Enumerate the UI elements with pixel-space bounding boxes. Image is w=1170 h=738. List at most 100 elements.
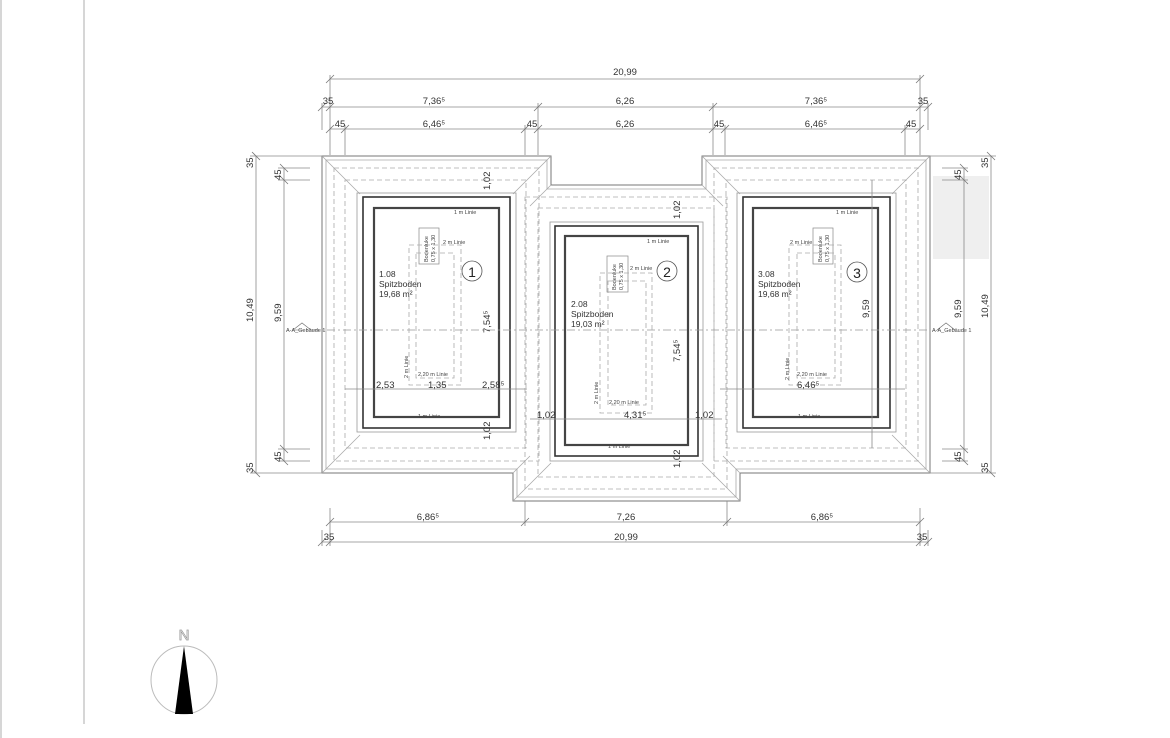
bottom-dimension-chain: 6,86⁵ 7,26 6,86⁵ 35 20,99 35 <box>317 501 933 547</box>
svg-text:19,03 m²: 19,03 m² <box>571 319 605 329</box>
svg-text:1,02: 1,02 <box>537 410 556 421</box>
svg-text:9,59: 9,59 <box>861 300 872 319</box>
svg-text:20,99: 20,99 <box>614 532 638 543</box>
room2-number-badge <box>656 260 678 282</box>
dim-top-45-d: 45 <box>906 119 917 130</box>
svg-text:2 m Linie: 2 m Linie <box>785 358 791 380</box>
svg-text:Bodenluke: Bodenluke <box>818 236 824 262</box>
room3-number-badge <box>846 261 868 283</box>
svg-text:1,35: 1,35 <box>428 380 447 391</box>
top-dimension-chain: 20,99 35 7,36⁵ 6,26 7,36⁵ 35 45 6,46⁵ 45… <box>317 67 933 155</box>
svg-text:35: 35 <box>980 462 991 473</box>
room2-attic-hatch <box>606 255 629 293</box>
svg-text:45: 45 <box>953 169 964 180</box>
svg-text:1,02: 1,02 <box>672 450 683 469</box>
svg-text:1,02: 1,02 <box>482 172 493 191</box>
dim-top-646-left: 6,46⁵ <box>423 119 445 130</box>
svg-text:2,20 m Linie: 2,20 m Linie <box>797 372 827 378</box>
section-marker-left: A-A_Gebäude 1 <box>286 322 325 334</box>
svg-text:35: 35 <box>245 157 256 168</box>
svg-text:1.08: 1.08 <box>379 269 396 279</box>
dim-top-35-left: 35 <box>323 96 334 107</box>
svg-text:2,53: 2,53 <box>376 380 395 391</box>
svg-text:10,49: 10,49 <box>245 298 256 322</box>
svg-text:1,02: 1,02 <box>672 201 683 220</box>
svg-text:2: 2 <box>663 264 671 280</box>
svg-text:6,86⁵: 6,86⁵ <box>811 512 833 523</box>
svg-text:1,02: 1,02 <box>695 410 714 421</box>
svg-text:2,20 m Linie: 2,20 m Linie <box>609 400 639 406</box>
room-3: 1 m Linie Bodenluke 0,75 x 1,30 2 m Lini… <box>720 180 905 448</box>
dim-top-626: 6,26 <box>616 96 635 107</box>
svg-text:1 m Linie: 1 m Linie <box>798 414 820 420</box>
svg-text:2 m Linie: 2 m Linie <box>404 356 410 378</box>
section-marker-right: A-A_Gebäude 1 <box>932 322 971 334</box>
room-2: 1 m Linie Bodenluke 0,75 x 1,30 2 m Lini… <box>530 201 722 469</box>
building-outline <box>321 155 931 502</box>
room1-attic-hatch <box>418 227 440 265</box>
room1-1m-line-top: 1 m Linie <box>454 210 476 216</box>
svg-text:1 m Linie: 1 m Linie <box>836 210 858 216</box>
svg-text:0,75 x 1,30: 0,75 x 1,30 <box>431 235 437 262</box>
svg-text:6,86⁵: 6,86⁵ <box>417 512 439 523</box>
svg-text:3: 3 <box>853 265 861 281</box>
svg-text:4,31⁵: 4,31⁵ <box>624 410 646 421</box>
svg-text:3.08: 3.08 <box>758 269 775 279</box>
svg-text:2 m Linie: 2 m Linie <box>443 240 465 246</box>
svg-text:Spitzboden: Spitzboden <box>571 309 614 319</box>
svg-text:Bodenluke: Bodenluke <box>612 264 618 290</box>
svg-text:0,75 x 1,30: 0,75 x 1,30 <box>825 235 831 262</box>
dim-top-45-b: 45 <box>527 119 538 130</box>
room3-attic-hatch <box>812 227 834 265</box>
svg-text:A-A_Gebäude 1: A-A_Gebäude 1 <box>286 328 325 334</box>
dim-top-45-c: 45 <box>714 119 725 130</box>
svg-text:45: 45 <box>273 451 284 462</box>
svg-text:1 m Linie: 1 m Linie <box>418 414 440 420</box>
svg-text:7,54⁵: 7,54⁵ <box>482 311 493 333</box>
svg-text:35: 35 <box>917 532 928 543</box>
svg-text:Spitzboden: Spitzboden <box>758 279 801 289</box>
svg-text:10,49: 10,49 <box>980 294 991 318</box>
svg-text:19,68 m²: 19,68 m² <box>379 289 413 299</box>
svg-text:1 m Linie: 1 m Linie <box>647 239 669 245</box>
svg-text:1,02: 1,02 <box>482 422 493 441</box>
svg-text:2 m Linie: 2 m Linie <box>594 382 600 404</box>
svg-text:35: 35 <box>245 462 256 473</box>
dim-top-626-b: 6,26 <box>616 119 635 130</box>
svg-text:Bodenluke: Bodenluke <box>424 236 430 262</box>
svg-text:N: N <box>179 627 190 644</box>
svg-text:19,68 m²: 19,68 m² <box>758 289 792 299</box>
dim-top-45-a: 45 <box>335 119 346 130</box>
svg-text:1 m Linie: 1 m Linie <box>608 444 630 450</box>
svg-text:7,54⁵: 7,54⁵ <box>672 340 683 362</box>
svg-text:9,59: 9,59 <box>273 304 284 323</box>
svg-text:45: 45 <box>273 169 284 180</box>
left-dimension-chain: 10,49 9,59 35 45 45 35 <box>245 151 322 478</box>
svg-text:7,26: 7,26 <box>617 512 636 523</box>
svg-text:2 m Linie: 2 m Linie <box>790 240 812 246</box>
svg-text:A-A_Gebäude 1: A-A_Gebäude 1 <box>932 328 971 334</box>
right-dimension-chain: 10,49 9,59 35 45 45 35 <box>930 151 996 478</box>
dim-top-overall: 20,99 <box>613 67 637 78</box>
svg-text:0,75 x 1,30: 0,75 x 1,30 <box>619 263 625 290</box>
svg-text:1: 1 <box>468 264 476 280</box>
svg-text:2,20 m Linie: 2,20 m Linie <box>418 372 448 378</box>
room1-number-badge <box>461 260 483 282</box>
svg-text:2,58⁵: 2,58⁵ <box>482 380 504 391</box>
svg-text:35: 35 <box>980 157 991 168</box>
dim-top-35-right: 35 <box>918 96 929 107</box>
svg-text:45: 45 <box>953 451 964 462</box>
svg-text:Spitzboden: Spitzboden <box>379 279 422 289</box>
room-1: 1 m Linie Bodenluke 0,75 x 1,30 2 m Lini… <box>345 172 527 441</box>
sheet-border-left <box>0 0 2 738</box>
dim-top-736-left: 7,36⁵ <box>423 96 445 107</box>
north-arrow-icon: N <box>150 627 218 715</box>
dim-top-646-right: 6,46⁵ <box>805 119 827 130</box>
svg-text:2 m Linie: 2 m Linie <box>630 266 652 272</box>
svg-text:6,46⁵: 6,46⁵ <box>797 380 819 391</box>
svg-text:2.08: 2.08 <box>571 299 588 309</box>
svg-text:35: 35 <box>324 532 335 543</box>
sheet-border-inner <box>83 0 85 724</box>
svg-text:9,59: 9,59 <box>953 300 964 319</box>
